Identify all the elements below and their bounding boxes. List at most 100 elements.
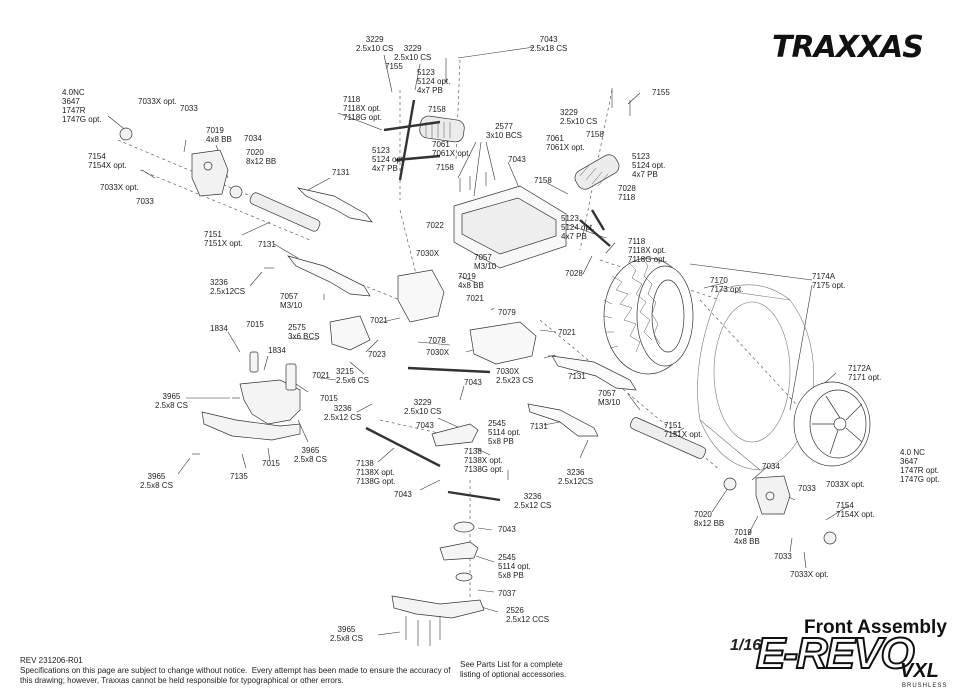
brand-logo: TRAXXAS — [772, 30, 924, 65]
part-callout: 7061 7061X opt. — [546, 134, 585, 152]
part-callout: 7118 7118X opt. 7118G opt. — [628, 237, 667, 264]
part-callout: 3229 2.5x10 CS — [560, 108, 598, 126]
part-callout: 7043 — [394, 490, 412, 499]
part-callout: 7155 — [385, 62, 403, 71]
part-callout: 3236 2.5x12CS — [558, 468, 594, 486]
part-callout: 2545 5114 opt. 5x8 PB — [488, 419, 521, 446]
part-callout: 3965 2.5x8 CS — [330, 625, 363, 643]
part-callout: 7061 7061X opt. — [432, 140, 471, 158]
part-callout: 7154 7154X opt. — [836, 501, 875, 519]
part-callout: 7034 — [244, 134, 262, 143]
part-callout: 7021 — [370, 316, 388, 325]
part-callout: 2526 2.5x12 CCS — [506, 606, 550, 624]
part-callout: 7033 — [774, 552, 792, 561]
part-callout: 7043 — [508, 155, 526, 164]
part-callout: 4.0 NC 3647 1747R opt. 1747G opt. — [900, 448, 940, 484]
part-callout: 2575 3x6 BCS — [288, 323, 320, 341]
disclaimer-text: Specifications on this page are subject … — [20, 666, 451, 685]
part-callout: 7174A 7175 opt. — [812, 272, 846, 290]
part-callout: 4.0NC 3647 1747R 1747G opt. — [62, 88, 102, 124]
part-callout: 3965 2.5x8 CS — [140, 472, 173, 490]
part-callout: 7030X — [416, 249, 440, 258]
part-callout: 7020 8x12 BB — [246, 148, 277, 166]
part-callout: 7015 — [262, 459, 280, 468]
part-callout: 3215 2.5x6 CS — [336, 367, 369, 385]
part-callout: 7033 — [798, 484, 816, 493]
part-callout: 7043 — [416, 421, 434, 430]
part-callout: 7033X opt. — [100, 183, 139, 192]
part-callout: 7172A 7171 opt. — [848, 364, 882, 382]
part-callout: 7057 M3/10 — [598, 389, 621, 407]
part-callout: 7151 7151X opt. — [664, 421, 703, 439]
part-callout: 7043 — [464, 378, 482, 387]
part-callout: 7131 — [258, 240, 276, 249]
page-title: Front Assembly — [804, 617, 947, 638]
part-callout: 7155 — [652, 88, 670, 97]
part-callout: 7131 — [568, 372, 586, 381]
part-callout: 7033X opt. — [790, 570, 829, 579]
part-callout: 7028 7118 — [618, 184, 636, 202]
part-callout: 7023 — [368, 350, 386, 359]
part-callout: 3965 2.5x8 CS — [294, 446, 327, 464]
part-callout: 7034 — [762, 462, 780, 471]
part-callout: 7043 2.5x18 CS — [530, 35, 568, 53]
part-callout: 7158 — [534, 176, 552, 185]
part-callout: 3965 2.5x8 CS — [155, 392, 188, 410]
revision-text: REV 231206-R01 — [20, 656, 83, 665]
part-callout: 7057 M3/10 — [474, 253, 497, 271]
model-logo: E-REVO — [755, 628, 916, 679]
scale-label: 1/16 — [730, 637, 762, 654]
part-callout: 7158 — [436, 163, 454, 172]
part-callout: 7028 — [565, 269, 583, 278]
part-callout: 1834 — [268, 346, 286, 355]
part-callout: 7021 — [466, 294, 484, 303]
part-callout: 7019 4x8 BB — [206, 126, 232, 144]
part-callout: 7030X 2.5x23 CS — [496, 367, 534, 385]
part-callout: 1834 — [210, 324, 228, 333]
part-callout: 5123 5124 opt. 4x7 PB — [372, 146, 406, 173]
part-callout: 3229 2.5x10 CS — [356, 35, 394, 53]
part-callout: 7057 M3/10 — [280, 292, 303, 310]
part-callout: 7118 7118X opt. 7118G opt. — [343, 95, 382, 122]
part-callout: 3236 2.5x12CS — [210, 278, 246, 296]
part-callout: 7170 7173 opt. — [710, 276, 744, 294]
part-callout: 7154 7154X opt. — [88, 152, 127, 170]
part-callout: 7078 — [428, 336, 446, 345]
part-callout: 7079 — [498, 308, 516, 317]
part-callout: 7022 — [426, 221, 444, 230]
part-callout: 7037 — [498, 589, 516, 598]
part-callout: 5123 5124 opt. 4x7 PB — [632, 152, 666, 179]
part-callout: 7158 — [586, 130, 604, 139]
part-callout: 2577 3x10 BCS — [486, 122, 523, 140]
part-callout: 3229 2.5x10 CS — [394, 44, 432, 62]
part-callout: 7019 4x8 BB — [734, 528, 760, 546]
part-callout: 5123 5124 opt. 4x7 PB — [417, 68, 451, 95]
part-callout: 7020 8x12 BB — [694, 510, 725, 528]
part-callout: 7021 — [558, 328, 576, 337]
part-callout: 7138 7138X opt. 7138G opt. — [464, 447, 504, 474]
part-callout: 7033X opt. — [826, 480, 865, 489]
part-callout: 7021 — [312, 371, 330, 380]
part-callout: 7033X opt. — [138, 97, 177, 106]
part-callout: 7151 7151X opt. — [204, 230, 243, 248]
variant-label: VXL — [900, 660, 939, 682]
part-callout: 7131 — [530, 422, 548, 431]
part-callout: 7015 — [320, 394, 338, 403]
part-callout: 3236 2.5x12 CS — [514, 492, 552, 510]
part-callout: 7019 4x8 BB — [458, 272, 484, 290]
part-callout: 7131 — [332, 168, 350, 177]
part-callout: 3236 2.5x12 CS — [324, 404, 362, 422]
part-callout: 5123 5124 opt. 4x7 PB — [561, 214, 595, 241]
part-callout: 7030X — [426, 348, 450, 357]
part-callout: 2545 5114 opt. 5x8 PB — [498, 553, 531, 580]
part-callout: 7138 7138X opt. 7138G opt. — [356, 459, 396, 486]
variant-sub-label: BRUSHLESS — [902, 683, 948, 689]
part-callout: 7043 — [498, 525, 516, 534]
parts-list-note: See Parts List for a complete listing of… — [460, 660, 567, 679]
part-callout: 3229 2.5x10 CS — [404, 398, 442, 416]
part-callout: 7158 — [428, 105, 446, 114]
part-callout: 7015 — [246, 320, 264, 329]
part-callout: 7033 — [136, 197, 154, 206]
part-callout: 7135 — [230, 472, 248, 481]
